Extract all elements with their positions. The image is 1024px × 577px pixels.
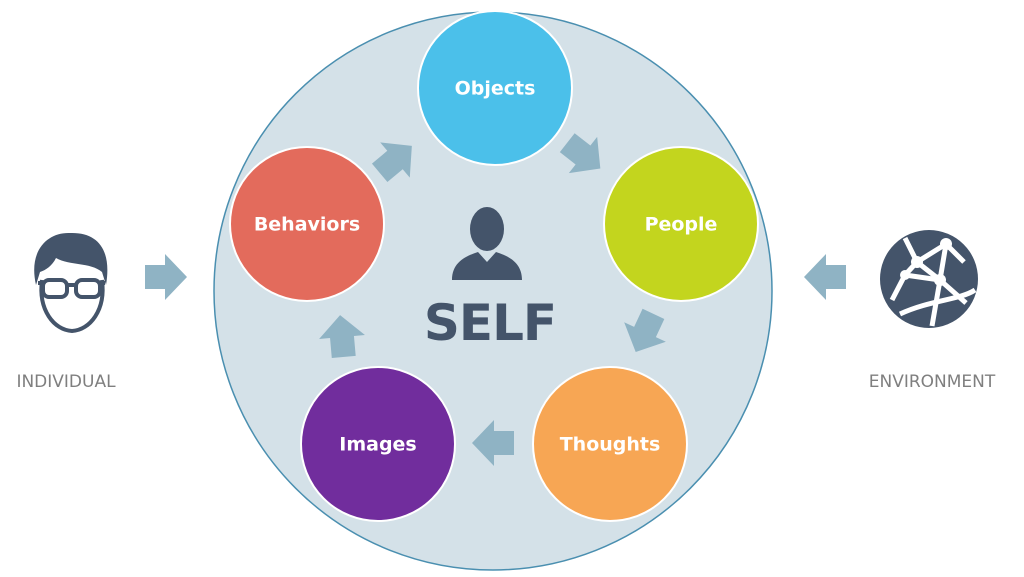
person-icon — [452, 207, 522, 280]
self-label: SELF — [424, 294, 556, 352]
node-people: People — [603, 146, 759, 302]
arrow-individual-to-self — [145, 254, 187, 300]
node-label: Behaviors — [254, 214, 360, 236]
node-label: Objects — [455, 78, 536, 100]
node-thoughts: Thoughts — [532, 366, 688, 522]
node-label: Images — [339, 434, 416, 456]
node-label: Thoughts — [560, 434, 661, 456]
individual-label: INDIVIDUAL — [16, 372, 116, 392]
node-behaviors: Behaviors — [229, 146, 385, 302]
arrow-environment-to-self — [804, 254, 846, 300]
globe-network-icon — [880, 230, 978, 328]
node-images: Images — [300, 366, 456, 522]
node-objects: Objects — [417, 10, 573, 166]
node-label: People — [645, 214, 718, 236]
individual-face-icon — [34, 232, 108, 334]
environment-label: ENVIRONMENT — [869, 372, 996, 392]
